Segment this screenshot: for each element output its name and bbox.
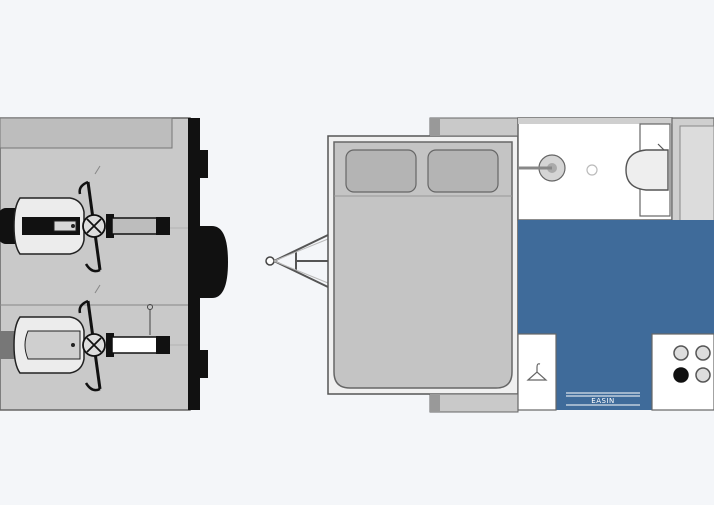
coat-hanger-icon bbox=[526, 363, 548, 381]
tow-hitch-icon bbox=[265, 256, 275, 266]
drawbar bbox=[265, 234, 329, 288]
door-mat-label: EASIN bbox=[591, 397, 614, 405]
motorbike-top-icon bbox=[0, 165, 170, 273]
mudguard-top bbox=[200, 150, 208, 178]
side-wall-top bbox=[429, 117, 519, 137]
pillow-right bbox=[427, 149, 499, 193]
shower-drain-icon bbox=[586, 164, 598, 176]
wheel-icon bbox=[200, 226, 228, 298]
mattress bbox=[333, 141, 513, 389]
pillow-left bbox=[345, 149, 417, 193]
side-wall-bottom bbox=[429, 393, 519, 413]
mudguard-bottom bbox=[200, 350, 208, 378]
bathroom bbox=[517, 117, 673, 221]
motorbike-bottom-icon bbox=[0, 284, 170, 392]
door-mat: EASIN bbox=[566, 392, 640, 406]
garage-rear-wall bbox=[188, 118, 200, 410]
cooktop-icon bbox=[673, 345, 711, 383]
double-bed bbox=[333, 141, 513, 389]
garage-shelf bbox=[0, 117, 173, 149]
toilet-icon bbox=[625, 123, 671, 217]
rear-corner-unit bbox=[671, 117, 714, 237]
living-area: EASIN bbox=[517, 220, 714, 411]
